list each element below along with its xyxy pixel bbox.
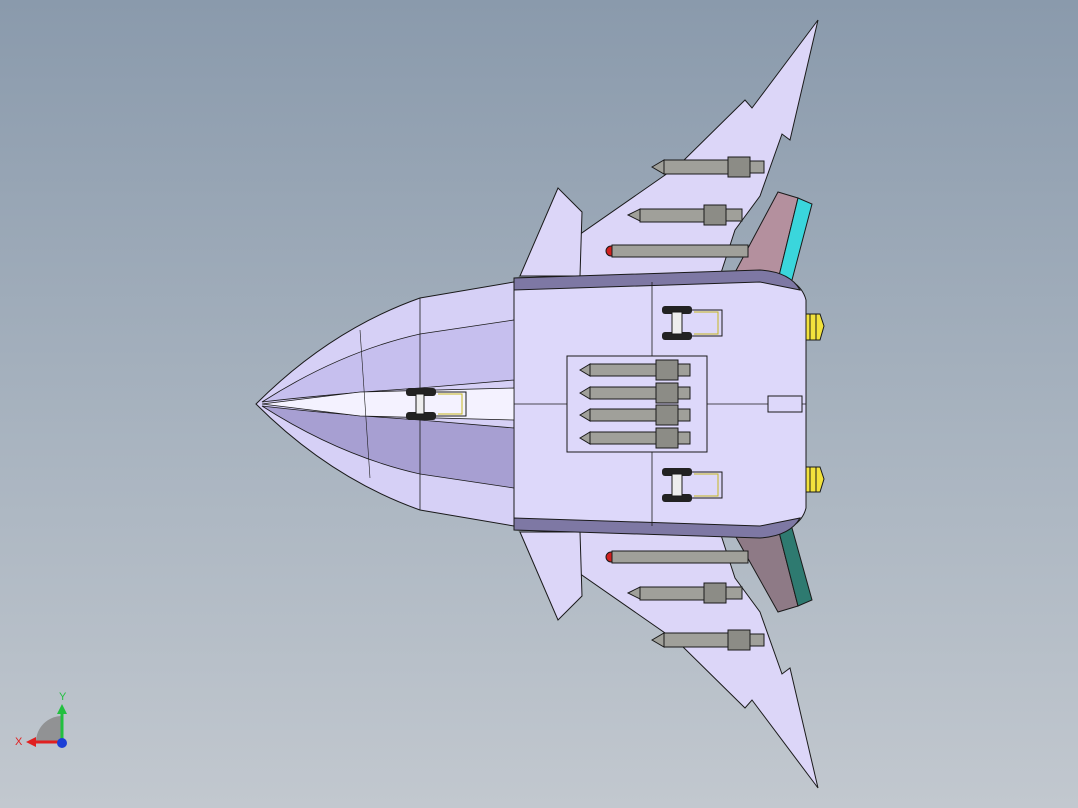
axis-x-label: X xyxy=(15,736,23,748)
tail-fin-lower[interactable] xyxy=(731,527,813,613)
tail-fin-upper[interactable] xyxy=(731,191,813,281)
missile-lower-mid[interactable] xyxy=(626,582,743,604)
axis-y-label: Y xyxy=(59,691,67,703)
main-landing-gear-lower[interactable] xyxy=(662,468,723,502)
missile-upper-mid[interactable] xyxy=(626,204,743,226)
missile-lower-inner[interactable] xyxy=(605,550,749,564)
missile-lower-outer[interactable] xyxy=(651,629,765,651)
main-landing-gear-upper[interactable] xyxy=(662,306,723,340)
axis-triad-icon: Y X xyxy=(15,691,67,748)
bay-missile-1[interactable] xyxy=(579,359,691,381)
missile-upper-inner[interactable] xyxy=(605,244,749,258)
weapons-bay[interactable] xyxy=(566,355,708,453)
bay-missile-4[interactable] xyxy=(579,427,691,449)
nose-landing-gear[interactable] xyxy=(406,388,467,420)
bay-missile-2[interactable] xyxy=(579,382,691,404)
bay-missile-3[interactable] xyxy=(579,404,691,426)
nose-cone[interactable] xyxy=(255,281,515,527)
canard-lower[interactable] xyxy=(519,531,583,621)
canard-upper[interactable] xyxy=(519,187,583,277)
missile-upper-outer[interactable] xyxy=(651,156,765,178)
